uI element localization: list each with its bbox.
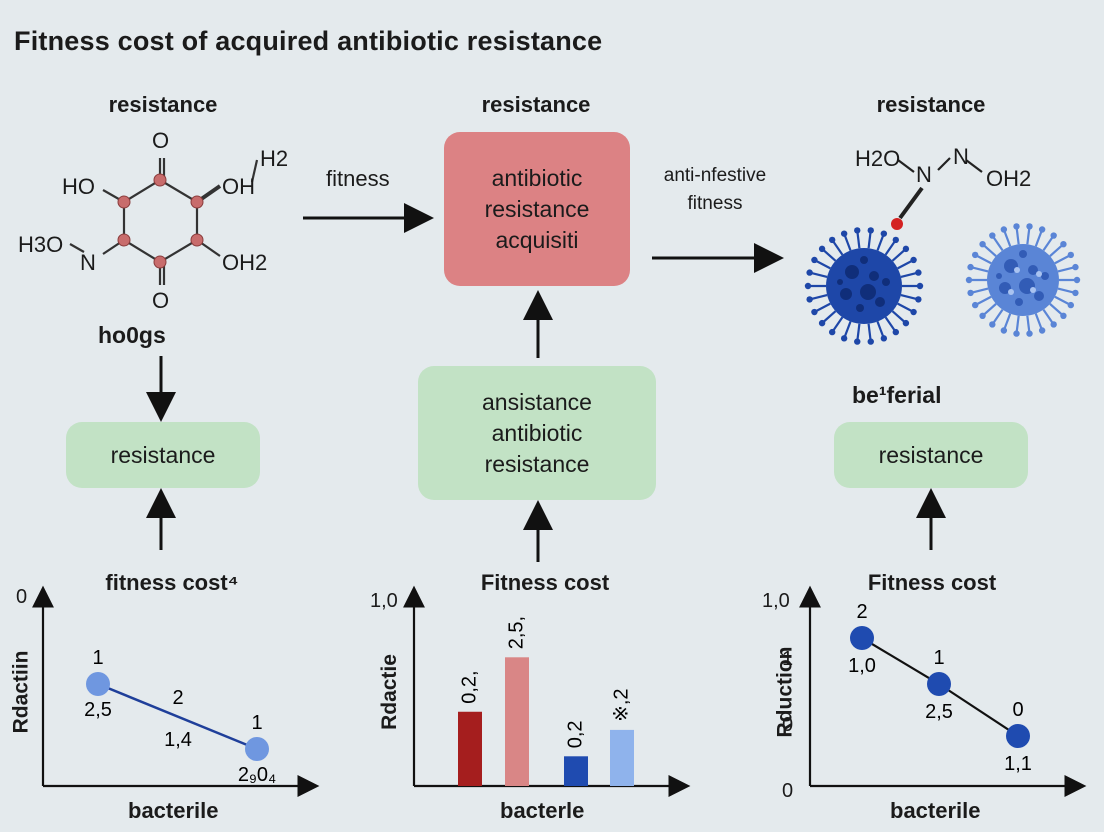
chart3-ytick-origin: 0 — [782, 780, 794, 802]
atom-label-o-bottom: O — [152, 288, 170, 313]
chart2-bar-label: 0,2, — [458, 670, 480, 703]
oxygen-atom-icon — [891, 218, 903, 230]
fitness-label: fitness — [326, 166, 390, 191]
left-molecule-atoms — [117, 173, 204, 269]
chart2-bar-label: 0,2 — [564, 720, 586, 748]
chart1-title: fitness cost⁴ — [105, 570, 239, 595]
chart3-point — [927, 672, 951, 696]
chart1-point — [245, 737, 269, 761]
atom-label-oh2-right: OH2 — [986, 166, 1032, 191]
chart1-series-line — [97, 682, 258, 751]
chart3-ytick-0: 0 — [782, 714, 794, 736]
chart3-point-label: 2 — [856, 601, 867, 623]
chart3-point — [1006, 724, 1030, 748]
right-heading: resistance — [876, 92, 986, 117]
chart1-xlabel: bacterile — [128, 798, 219, 823]
anti-infective-label: anti-nfestive fitness — [663, 165, 767, 214]
chart1-line-label: 2 — [172, 687, 183, 709]
atom-label-oh: OH — [222, 174, 255, 199]
atom-label-n: N — [80, 250, 96, 275]
atom-label-n2: N — [953, 144, 969, 169]
chart2-title: Fitness cost — [480, 570, 610, 595]
chart3-point — [850, 626, 874, 650]
beneficial-caption: be¹ferial — [852, 382, 942, 408]
chart2-ylabel: Rdactie — [377, 654, 401, 730]
left-resistance-box: resistance — [66, 422, 260, 488]
chart3-point-label: 1,1 — [1004, 753, 1032, 775]
right-molecule-icon — [897, 157, 983, 220]
chart1-line-label: 1,4 — [164, 729, 192, 751]
atom-label-h3o: H3O — [18, 232, 64, 257]
chart3-xlabel: bacterile — [890, 798, 981, 823]
atom-label-h2: H2 — [260, 146, 289, 171]
resistance-acquisition-box: antibiotic resistance acquisiti — [444, 132, 630, 286]
page-title: Fitness cost of acquired antibiotic resi… — [14, 26, 603, 56]
chart1-axes — [32, 585, 320, 797]
chart3-title: Fitness cost — [867, 570, 997, 595]
chart3-ytick-top: 1,0 — [762, 590, 790, 612]
atom-label-o-top: O — [152, 128, 170, 153]
right-resistance-box: resistance — [834, 422, 1028, 488]
chart1-point — [86, 672, 110, 696]
chart1-ylabel: Rdactiin — [9, 650, 33, 734]
chart2-axes — [403, 585, 691, 797]
chart1-point-label: 1 — [251, 712, 262, 734]
atom-label-ho: HO — [62, 174, 95, 199]
chart3-point-label: 1 — [933, 647, 944, 669]
chart1-ytick: 0 — [16, 586, 28, 608]
chart3-ytick-1: 1 — [782, 648, 794, 670]
chart3-point-label: 0 — [1012, 699, 1023, 721]
chart2-bar — [564, 756, 588, 786]
chart3-point-label: 1,0 — [848, 655, 876, 677]
left-heading: resistance — [108, 92, 218, 117]
chart2-bar — [610, 729, 634, 786]
chart1-point-label: 2₉0₄ — [238, 764, 276, 786]
atom-label-n1: N — [916, 162, 932, 187]
chart3-point-label: 2,5 — [925, 701, 953, 723]
chart2-bar — [505, 657, 529, 786]
chart1-point-label: 2,5 — [84, 699, 112, 721]
chart2-bar — [458, 711, 482, 786]
center-heading: resistance — [481, 92, 591, 117]
chart1-point-label: 1 — [92, 647, 103, 669]
atom-label-h2o: H2O — [855, 146, 901, 171]
molecule-caption: ho0gs — [98, 322, 166, 348]
chart2-bar-label: ※,2 — [610, 688, 632, 721]
center-resistance-box: ansistance antibiotic resistance — [418, 366, 656, 500]
atom-label-oh2: OH2 — [222, 250, 268, 275]
chart3-axes — [799, 585, 1087, 797]
chart2-ytick: 1,0 — [370, 590, 398, 612]
chart2-bar-label: 2,5, — [505, 616, 527, 649]
chart2-xlabel: bacterle — [500, 798, 585, 823]
